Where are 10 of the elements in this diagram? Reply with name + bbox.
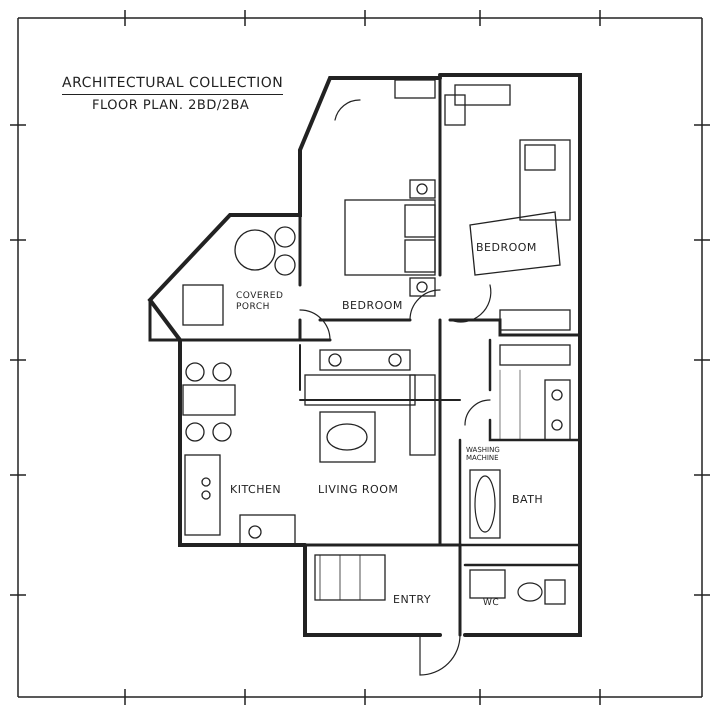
room-label: BATH xyxy=(512,494,544,506)
room-label: BEDROOM xyxy=(342,300,403,312)
room-label: ENTRY xyxy=(393,594,432,606)
title: ARCHITECTURAL COLLECTION xyxy=(62,75,284,95)
room-label: COVERED PORCH xyxy=(236,291,284,313)
subtitle: FLOOR PLAN. 2BD/2BA xyxy=(92,98,250,113)
room-label: WC xyxy=(483,597,500,609)
room-label: LIVING ROOM xyxy=(318,484,398,496)
room-label: KITCHEN xyxy=(230,484,282,496)
room-label: BEDROOM xyxy=(476,242,537,254)
